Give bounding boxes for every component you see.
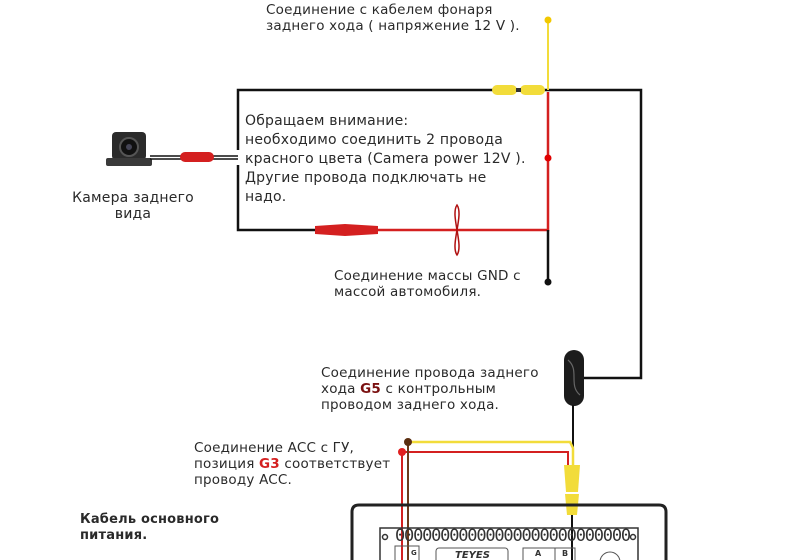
attention-note: Обращаем внимание: необходимо соединить … bbox=[245, 112, 526, 207]
label-line: надо. bbox=[245, 189, 287, 205]
camera-label: Камера заднего вида bbox=[58, 190, 208, 222]
twisted-loop-icon bbox=[454, 203, 460, 257]
pin-row: 00000000000000000000000000 bbox=[395, 526, 631, 546]
label-line: массой автомобиля. bbox=[334, 284, 482, 300]
label-line: необходимо соединить 2 провода bbox=[245, 132, 503, 148]
text: позиция bbox=[194, 456, 260, 472]
label-line: проводом заднего хода. bbox=[321, 397, 500, 413]
camera-red-connector bbox=[180, 152, 214, 162]
label-line: проводу ACC. bbox=[194, 472, 293, 488]
label-line: Обращаем внимание: bbox=[245, 113, 409, 129]
label-line: питания. bbox=[80, 528, 148, 543]
reverse-light-label: Соединение с кабелем фонаря заднего хода… bbox=[266, 2, 520, 34]
port-a-label: A bbox=[535, 549, 542, 558]
reverse-wire-coil-icon bbox=[564, 350, 584, 406]
label-line: Кабель основного bbox=[80, 512, 220, 527]
label-line: заднего хода ( напряжение 12 V ). bbox=[266, 18, 520, 34]
camera-cable bbox=[150, 152, 238, 162]
reverse-g5-label: Соединение провода заднего хода G5 с кон… bbox=[321, 365, 539, 413]
red-acc-dot bbox=[398, 448, 406, 456]
label-line: Камера заднего bbox=[72, 190, 194, 206]
label-line: вида bbox=[114, 206, 152, 222]
text: хода bbox=[321, 381, 361, 397]
label-line: Другие провода подключать не bbox=[245, 170, 487, 186]
label-line: хода G5 с контрольным bbox=[321, 381, 539, 397]
port-g-label: G bbox=[411, 549, 417, 557]
gnd-dot bbox=[544, 278, 552, 286]
red-dot bbox=[544, 154, 552, 162]
brand-logo: TEYES bbox=[455, 550, 490, 560]
red-connector bbox=[315, 224, 378, 236]
acc-label: Соединение ACC с ГУ, позиция G3 соответс… bbox=[194, 440, 390, 488]
main-cable-label: Кабель основного питания. bbox=[80, 512, 219, 544]
text: соответствует bbox=[279, 456, 391, 472]
rear-camera-icon bbox=[106, 132, 152, 166]
label-line: Соединение ACC с ГУ, bbox=[194, 440, 355, 456]
label-line: Соединение провода заднего bbox=[321, 365, 539, 381]
gnd-label: Соединение массы GND с массой автомобиля… bbox=[334, 268, 521, 300]
head-unit bbox=[350, 503, 668, 560]
label-line: позиция G3 соответствует bbox=[194, 456, 390, 472]
red-acc-wire bbox=[402, 451, 569, 465]
port-b-label: B bbox=[562, 549, 569, 558]
g5-highlight: G5 bbox=[360, 381, 382, 397]
yellow-acc-wire bbox=[408, 440, 575, 465]
black-wire-top bbox=[236, 88, 643, 380]
yellow-dot bbox=[544, 16, 552, 24]
label-line: Соединение массы GND с bbox=[334, 268, 521, 284]
g3-highlight: G3 bbox=[259, 456, 280, 472]
text: с контрольным bbox=[381, 381, 497, 397]
label-line: красного цвета (Camera power 12V ). bbox=[245, 151, 526, 167]
brown-dot bbox=[404, 438, 412, 446]
yellow-connector bbox=[492, 85, 545, 95]
black-wire-bottom bbox=[236, 165, 318, 232]
yellow-rca-connector bbox=[564, 465, 580, 515]
label-line: Соединение с кабелем фонаря bbox=[266, 2, 493, 18]
